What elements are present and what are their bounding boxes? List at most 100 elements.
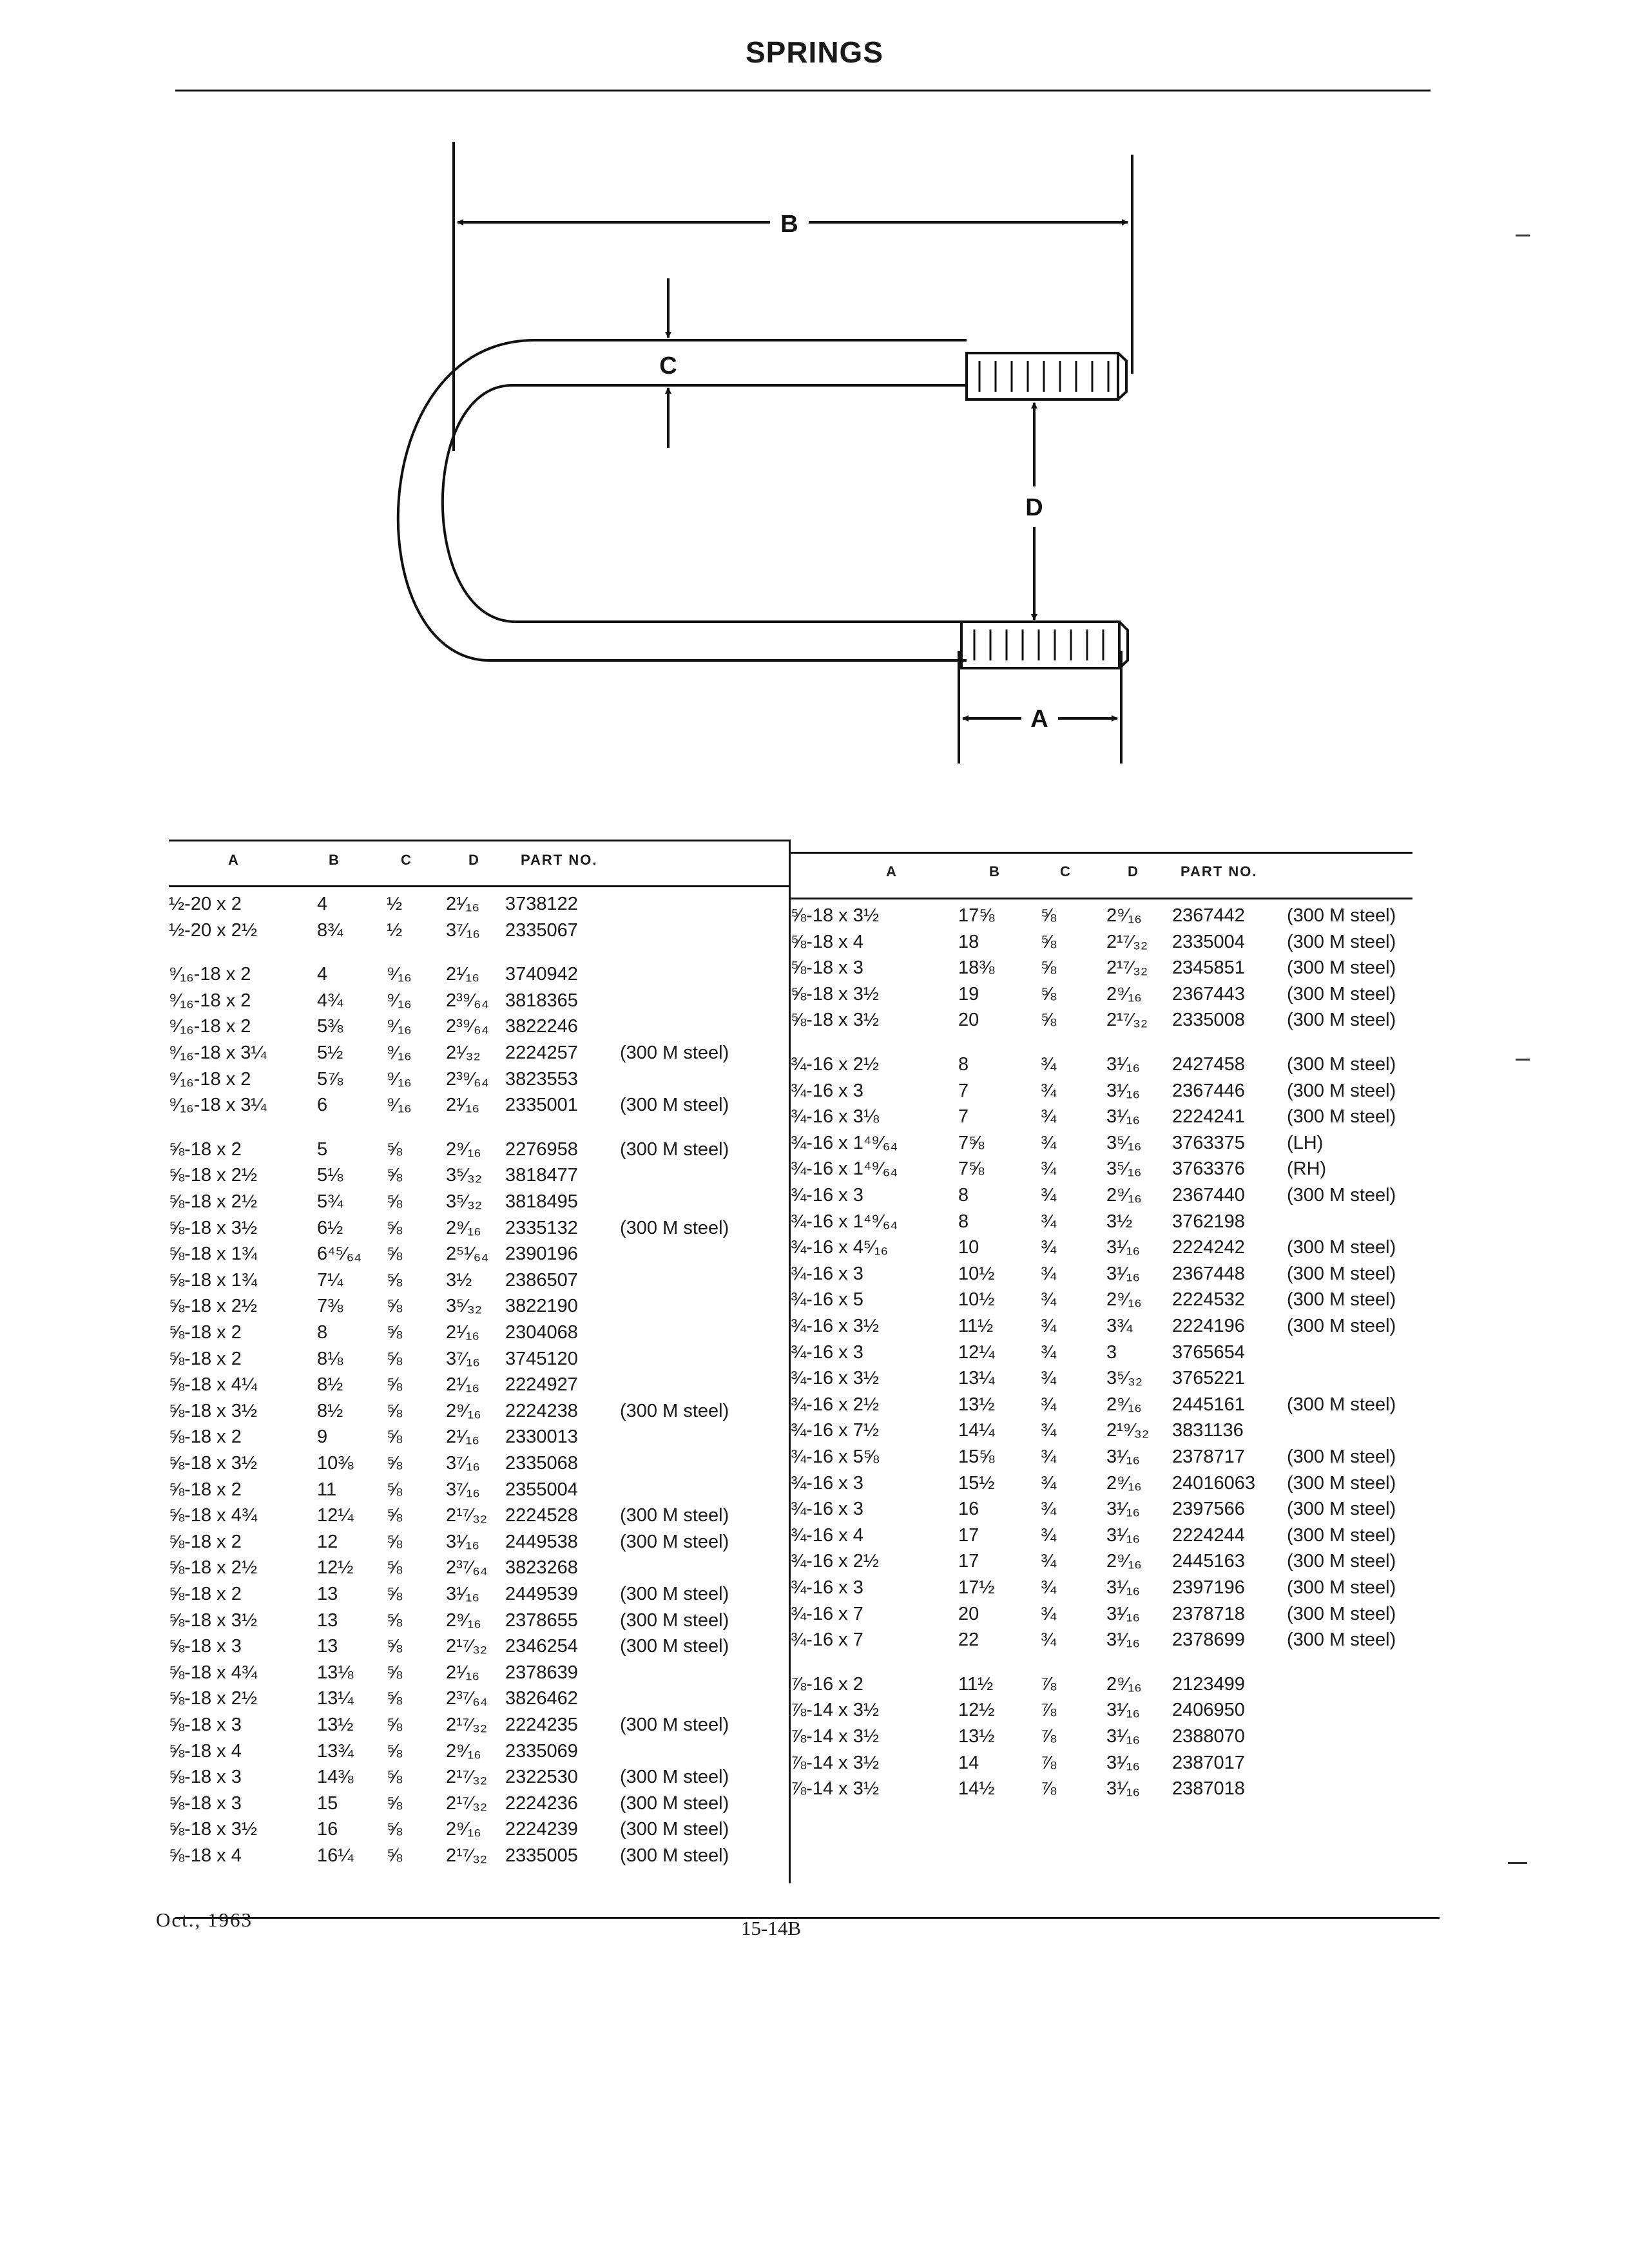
cell-part-no: 2330013: [505, 1427, 578, 1448]
cell-b: 10⅜: [317, 1453, 354, 1474]
cell-d: 3⁵⁄₃₂: [446, 1191, 483, 1212]
cell-c: ⅞: [1041, 1726, 1057, 1747]
cell-c: ⁹⁄₁₆: [387, 1095, 412, 1116]
cell-c: ¾: [1041, 1289, 1057, 1311]
cell-c: ¾: [1041, 1211, 1057, 1232]
cell-c: ½: [387, 919, 403, 941]
cell-size: ¾-16 x 1⁴⁹⁄₆₄: [791, 1211, 898, 1232]
cell-size: ¾-16 x 5: [791, 1289, 863, 1311]
cell-part-no: 2387018: [1172, 1778, 1245, 1800]
cell-size: ¾-16 x 3: [791, 1472, 863, 1494]
cell-c: ¾: [1041, 1629, 1057, 1651]
cell-b: 13½: [317, 1715, 354, 1735]
cell-d: 2⁹⁄₁₆: [1106, 1289, 1142, 1311]
cell-size: ¾-16 x 3⅛: [791, 1106, 880, 1128]
cell-b: 20: [958, 1603, 979, 1624]
cell-part-no: 2335008: [1172, 1010, 1245, 1031]
cell-part-no: 2224238: [505, 1400, 578, 1421]
cell-note: (300 M steel): [1287, 1080, 1396, 1101]
cell-d: 3¹⁄₁₆: [1106, 1524, 1141, 1546]
cell-b: 12¼: [958, 1341, 995, 1363]
cell-size: ⅝-18 x 3½: [169, 1610, 258, 1631]
cell-part-no: 2345851: [1172, 957, 1245, 979]
cell-part-no: 2386507: [505, 1269, 578, 1291]
cell-d: 2⁹⁄₁₆: [446, 1610, 481, 1631]
cell-part-no: 2224236: [505, 1792, 578, 1814]
cell-b: 10: [958, 1237, 979, 1258]
cell-b: 11½: [958, 1316, 994, 1336]
cell-size: ⅝-18 x 3: [169, 1715, 242, 1735]
cell-b: 22: [958, 1629, 979, 1651]
cell-part-no: 2224241: [1172, 1106, 1245, 1128]
cell-part-no: 3818477: [505, 1165, 578, 1186]
cell-b: 12¼: [317, 1505, 354, 1526]
cell-d: 3¹⁄₁₆: [1106, 1778, 1141, 1800]
cell-b: 14½: [958, 1778, 995, 1800]
cell-b: 18⅜: [958, 957, 995, 979]
cell-b: 5⅛: [317, 1165, 343, 1186]
cell-size: ⅝-18 x 1¾: [169, 1269, 258, 1291]
cell-part-no: 2445163: [1172, 1551, 1245, 1572]
cell-note: (300 M steel): [620, 1610, 729, 1631]
cell-d: 3¹⁄₁₆: [1106, 1446, 1141, 1467]
cell-c: ⅝: [387, 1139, 403, 1160]
cell-size: ¾-16 x 7: [791, 1629, 863, 1651]
cell-size: ⅝-18 x 2: [169, 1584, 242, 1604]
cell-d: 2¹⁄₁₆: [446, 964, 480, 985]
cell-size: ⅝-18 x 4: [791, 931, 863, 952]
cell-note: (300 M steel): [1287, 931, 1396, 952]
cell-part-no: 2378717: [1172, 1446, 1245, 1467]
header-part-no: PART NO.: [521, 852, 598, 868]
cell-c: ⅝: [387, 1662, 403, 1683]
cell-part-no: 2427458: [1172, 1054, 1245, 1075]
cell-size: ⅞-16 x 2: [791, 1673, 863, 1695]
header-d: D: [1128, 863, 1139, 879]
cell-c: ⅝: [387, 1767, 403, 1788]
cell-part-no: 2388070: [1172, 1726, 1245, 1747]
cell-b: 13: [317, 1584, 338, 1604]
cell-b: 12½: [958, 1700, 995, 1721]
cell-c: ¾: [1041, 1185, 1057, 1206]
cell-size: ⅞-14 x 3½: [791, 1752, 880, 1773]
cell-size: ⅝-18 x 3½: [791, 983, 880, 1004]
cell-part-no: 2445161: [1172, 1394, 1245, 1415]
cell-b: 13⅛: [317, 1662, 354, 1683]
cell-d: 2¹⁄₁₆: [446, 1095, 480, 1116]
cell-part-no: 2224244: [1172, 1524, 1245, 1546]
cell-b: 11½: [958, 1673, 994, 1695]
cell-b: 4: [317, 964, 328, 985]
cell-d: 3½: [446, 1269, 472, 1291]
cell-c: ¾: [1041, 1316, 1057, 1336]
cell-part-no: 3822246: [505, 1016, 578, 1037]
cell-c: ⅝: [387, 1557, 403, 1579]
cell-d: 3⁷⁄₁₆: [446, 1479, 480, 1500]
cell-d: 3¾: [1106, 1316, 1133, 1336]
cell-size: ¾-16 x 7: [791, 1603, 863, 1624]
cell-d: 2¹⁄₁₆: [446, 894, 480, 914]
cell-b: 13¾: [317, 1740, 354, 1762]
cell-size: ½-20 x 2: [169, 894, 242, 914]
cell-size: ⁹⁄₁₆-18 x 2: [169, 964, 251, 985]
cell-b: 10½: [958, 1263, 995, 1284]
cell-part-no: 2304068: [505, 1322, 578, 1343]
cell-part-no: 2378639: [505, 1662, 578, 1683]
cell-size: ¾-16 x 3½: [791, 1368, 880, 1389]
cell-d: 3¹⁄₁₆: [1106, 1106, 1141, 1128]
cell-d: 2¹⁷⁄₃₂: [446, 1636, 488, 1657]
